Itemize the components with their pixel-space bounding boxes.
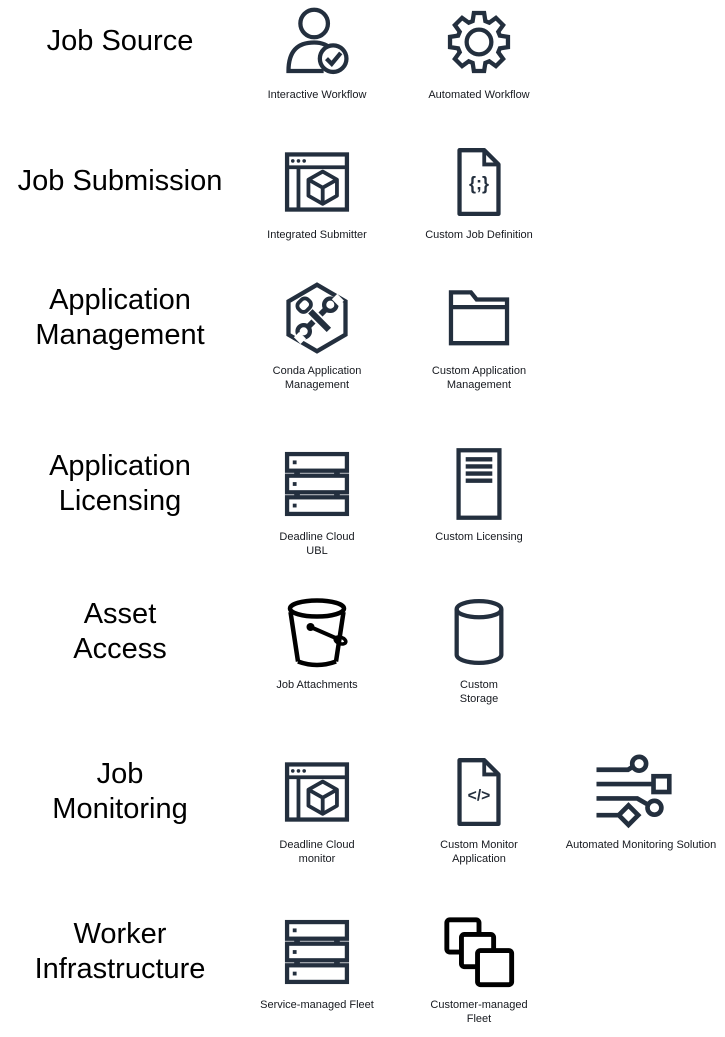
row-items: Conda Application Management Custom Appl… (236, 280, 725, 393)
category-label: Asset Access (73, 597, 167, 665)
bucket-icon (277, 594, 357, 670)
diagram-item: Custom Application Management (398, 280, 560, 393)
server-rack-icon (279, 914, 355, 990)
item-label: Custom Licensing (435, 531, 523, 543)
svg-text:</>: </> (468, 788, 491, 805)
category-row: Application Management Conda Application… (0, 270, 725, 428)
item-label: Interactive Workflow (267, 89, 367, 101)
item-label: Job Attachments (276, 679, 358, 691)
diagram-item: Job Attachments (236, 594, 398, 707)
hexagon-tools-icon (279, 280, 355, 356)
category-row: Asset Access Job Attachments Custom Stor… (0, 580, 725, 738)
diagram-item: Automated Monitoring Solution (560, 754, 722, 867)
row-items: Deadline Cloud UBL Custom Licensing (236, 446, 725, 559)
diagram-item: Deadline Cloud monitor (236, 754, 398, 867)
row-items: Job Attachments Custom Storage (236, 594, 725, 707)
browser-cube-icon (279, 754, 355, 830)
browser-cube-icon (279, 144, 355, 220)
category-label: Application Management (35, 283, 205, 351)
diagram-item: {;} Custom Job Definition (398, 144, 560, 242)
category-label: Job Source (46, 25, 194, 58)
category-row: Worker Infrastructure Service-managed Fl… (0, 890, 725, 1037)
svg-text:{;}: {;} (469, 174, 489, 194)
diagram-item: </> Custom Monitor Application (398, 754, 560, 867)
category-label: Job Submission (17, 165, 223, 198)
diagram-item: Conda Application Management (236, 280, 398, 393)
category-row: Job Source Interactive Workflow Automate… (0, 0, 725, 128)
category-row: Job Monitoring Deadline Cloud monitor </… (0, 738, 725, 890)
category-row: Job Submission Integrated Submitter {;} … (0, 128, 725, 270)
gear-icon (441, 4, 517, 80)
item-label: Custom Application Management (431, 365, 527, 392)
item-label: Custom Job Definition (425, 229, 533, 241)
category-label: Job Monitoring (52, 757, 188, 825)
item-label: Service-managed Fleet (260, 999, 374, 1011)
diagram-item: Custom Storage (398, 594, 560, 707)
category-label: Worker Infrastructure (34, 917, 206, 985)
diagram-item: Automated Workflow (398, 4, 560, 102)
stacked-squares-icon (440, 914, 518, 990)
diagram-item: Customer-managed Fleet (398, 914, 560, 1027)
cylinder-icon (441, 594, 517, 670)
diagram-item: Deadline Cloud UBL (236, 446, 398, 559)
category-label: Application Licensing (49, 449, 191, 517)
category-row: Application Licensing Deadline Cloud UBL… (0, 428, 725, 580)
code-file-icon: </> (441, 754, 517, 830)
row-items: Service-managed Fleet Customer-managed F… (236, 914, 725, 1027)
diagram-item: Custom Licensing (398, 446, 560, 559)
item-label: Automated Monitoring Solution (565, 839, 717, 851)
diagram-item: Integrated Submitter (236, 144, 398, 242)
row-items: Integrated Submitter {;} Custom Job Defi… (236, 144, 725, 242)
row-items: Deadline Cloud monitor </> Custom Monito… (236, 754, 725, 867)
user-check-icon (279, 4, 355, 80)
row-items: Interactive Workflow Automated Workflow (236, 4, 725, 102)
item-label: Customer-managed Fleet (430, 999, 528, 1026)
item-label: Automated Workflow (428, 89, 530, 101)
item-label: Custom Monitor Application (440, 839, 518, 866)
item-label: Conda Application Management (272, 365, 362, 392)
item-label: Deadline Cloud UBL (279, 531, 355, 558)
braces-file-icon: {;} (441, 144, 517, 220)
server-tower-icon (441, 446, 517, 522)
diagram-item: Service-managed Fleet (236, 914, 398, 1027)
folder-icon (441, 280, 517, 356)
item-label: Custom Storage (459, 679, 499, 706)
item-label: Integrated Submitter (267, 229, 367, 241)
item-label: Deadline Cloud monitor (279, 839, 355, 866)
automation-lines-icon (590, 754, 692, 830)
server-rack-icon (279, 446, 355, 522)
diagram-item: Interactive Workflow (236, 4, 398, 102)
